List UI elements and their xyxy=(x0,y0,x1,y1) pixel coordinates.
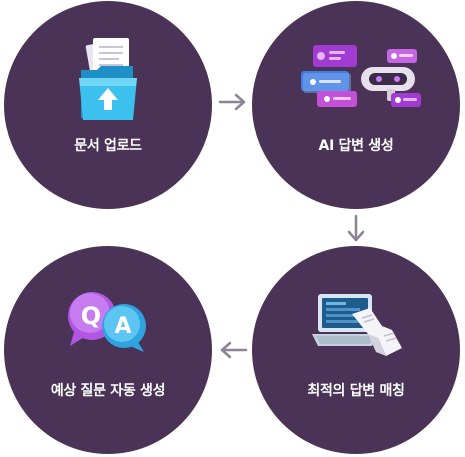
arrow-down-icon xyxy=(347,214,365,242)
step-ai-answer-label: AI 답변 생성 xyxy=(318,138,394,154)
a-letter: A xyxy=(114,314,131,339)
qa-bubbles-icon: Q A xyxy=(68,292,146,352)
q-letter: Q xyxy=(81,302,101,330)
step-question-generation-label: 예상 질문 자동 생성 xyxy=(50,383,166,399)
arrow-left-icon xyxy=(220,341,248,359)
step-answer-matching-label: 최적의 답변 매칭 xyxy=(307,383,405,399)
step-question-generation-circle: Q A 예상 질문 자동 생성 xyxy=(4,246,212,454)
arrow-right-icon xyxy=(218,93,246,111)
step-ai-answer-circle: AI 답변 생성 xyxy=(252,1,460,209)
step-answer-matching-circle: 최적의 답변 매칭 xyxy=(252,246,460,454)
laptop-document-icon xyxy=(312,294,402,356)
chat-robot-icon xyxy=(301,45,421,107)
step-upload-label: 문서 업로드 xyxy=(74,138,142,154)
step-upload-circle: 문서 업로드 xyxy=(4,1,212,209)
folder-upload-icon xyxy=(79,38,137,120)
